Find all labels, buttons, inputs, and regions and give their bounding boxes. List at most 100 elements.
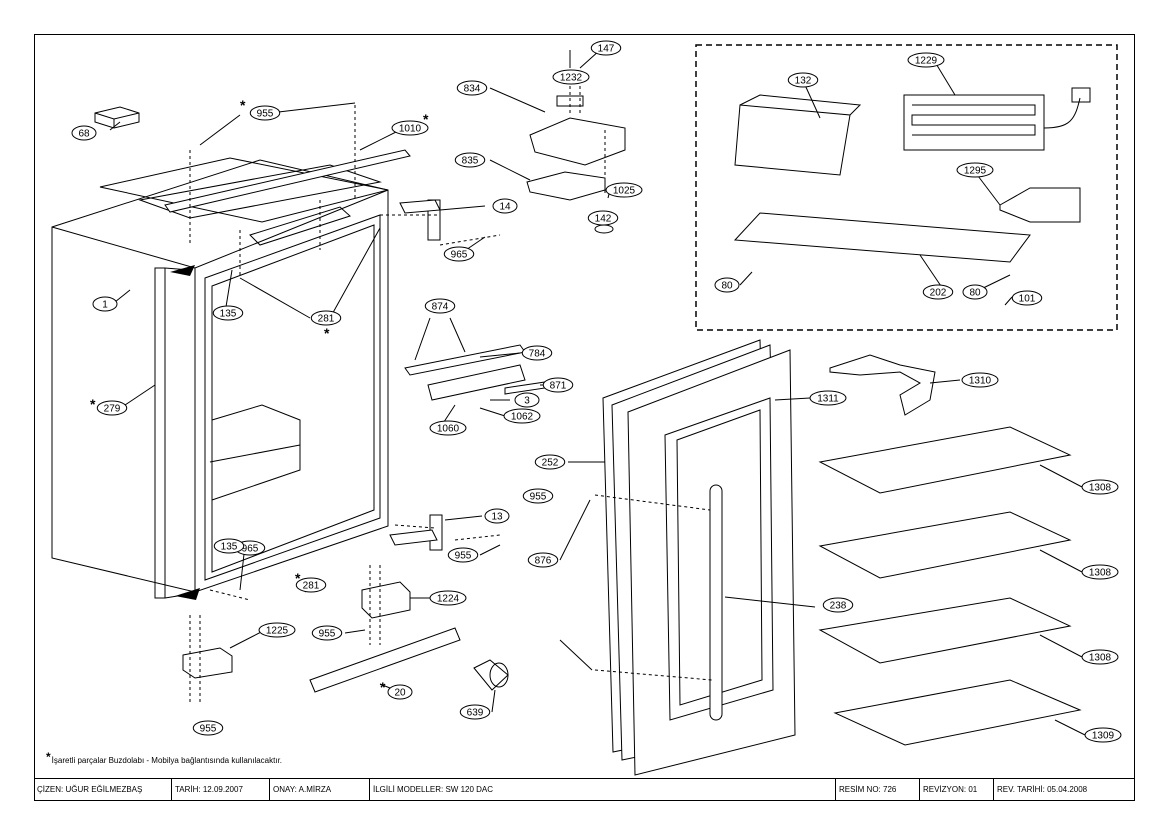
callout-oval: [527, 552, 559, 568]
callout-label: 1229: [915, 56, 938, 67]
callout-label: 101: [1019, 294, 1036, 305]
title-block: ÇİZEN: UĞUR EĞİLMEZBAŞ TARİH: 12.09.2007…: [34, 778, 1135, 801]
callout-label: 252: [542, 458, 559, 469]
callout-label: 955: [257, 109, 274, 120]
callout-label: 13: [491, 512, 503, 523]
callout-3: 3: [514, 392, 540, 408]
callout-834: 834: [456, 80, 488, 96]
callout-281: 281: [295, 577, 327, 593]
callout-oval: [212, 305, 244, 321]
callout-label: 80: [969, 288, 981, 299]
callout-oval: [456, 80, 488, 96]
callout-label: 965: [242, 544, 259, 555]
part-1010-rail: [164, 149, 411, 213]
callout-oval: [484, 508, 510, 524]
callout-oval: [542, 377, 574, 393]
callout-oval: [447, 547, 479, 563]
callout-oval: [590, 40, 622, 56]
callout-label: 876: [535, 556, 552, 567]
callout-label: 1060: [437, 424, 460, 435]
part-1229-heater: [903, 87, 1091, 151]
callout-oval: [213, 538, 245, 554]
callout-1295: 1295: [956, 162, 994, 178]
part-14-hinge: [399, 199, 441, 241]
callout-label: 279: [104, 404, 121, 415]
callout-oval: [1084, 727, 1122, 743]
callout-1: 1: [92, 296, 118, 312]
callout-label: 1308: [1089, 568, 1112, 579]
part-13-hinge: [389, 514, 443, 551]
part-238-handle: [709, 484, 723, 721]
callout-oval: [295, 577, 327, 593]
callout-label: 834: [464, 84, 481, 95]
callout-label: 142: [595, 214, 612, 225]
related-models: İLGİLİ MODELLER: SW 120 DAC: [370, 779, 836, 801]
part-835-cover: [526, 171, 606, 201]
revision: REVİZYON: 01: [920, 779, 994, 801]
svg-text:*: *: [423, 111, 429, 127]
callout-639: 639: [459, 704, 491, 720]
callout-label: 202: [930, 288, 947, 299]
callout-oval: [503, 408, 541, 424]
callout-label: 1025: [613, 186, 636, 197]
callout-label: 1: [102, 300, 108, 311]
callout-252: 252: [534, 454, 566, 470]
callout-label: 874: [432, 302, 449, 313]
callout-label: 871: [550, 381, 567, 392]
callout-oval: [605, 182, 643, 198]
callout-oval: [1011, 290, 1043, 306]
callout-label: 1308: [1089, 483, 1112, 494]
callout-label: 835: [462, 156, 479, 167]
callout-835: 835: [454, 152, 486, 168]
callout-label: 965: [451, 250, 468, 261]
callout-oval: [249, 105, 281, 121]
callout-label: 1308: [1089, 653, 1112, 664]
asterisks: * * * * * *: [90, 97, 429, 695]
callout-label: 955: [455, 551, 472, 562]
approved-by: ONAY: A.MİRZA: [270, 779, 370, 801]
callout-80: 80: [962, 284, 988, 300]
callout-label: 20: [394, 688, 406, 699]
callout-1308: 1308: [1081, 479, 1119, 495]
callout-1062: 1062: [503, 408, 541, 424]
callout-label: 80: [721, 281, 733, 292]
callout-label: 639: [467, 708, 484, 719]
callout-874: 874: [424, 298, 456, 314]
part-1224-block: [361, 581, 411, 619]
callout-oval: [71, 125, 97, 141]
callout-label: 238: [830, 601, 847, 612]
callout-label: 955: [319, 629, 336, 640]
callout-oval: [534, 454, 566, 470]
callout-1308: 1308: [1081, 564, 1119, 580]
callout-label: 68: [78, 129, 90, 140]
callout-20: 20: [387, 684, 413, 700]
callout-oval: [443, 246, 475, 262]
part-20-strip: [309, 627, 461, 693]
date: TARİH: 12.09.2007: [172, 779, 270, 801]
callout-oval: [310, 310, 342, 326]
callout-101: 101: [1011, 290, 1043, 306]
callout-label: 955: [200, 724, 217, 735]
part-1225-block: [182, 647, 233, 679]
callout-80: 80: [714, 277, 740, 293]
callout-oval: [1081, 479, 1119, 495]
callout-871: 871: [542, 377, 574, 393]
callout-label: 132: [795, 76, 812, 87]
callout-oval: [459, 704, 491, 720]
assembly-lines: [189, 80, 713, 705]
callout-1010: 1010: [391, 120, 429, 136]
callout-784: 784: [521, 345, 553, 361]
callout-965: 965: [443, 246, 475, 262]
door-assembly: [602, 339, 796, 776]
part-834-cover: [529, 117, 626, 166]
shelves: [818, 426, 1082, 746]
callout-label: 1295: [964, 166, 987, 177]
callout-label: 281: [303, 581, 320, 592]
callout-label: 1225: [266, 626, 289, 637]
part-142-washer: [594, 224, 614, 234]
callout-oval: [787, 72, 819, 88]
callout-1229: 1229: [907, 52, 945, 68]
callout-1309: 1309: [1084, 727, 1122, 743]
callout-1308: 1308: [1081, 649, 1119, 665]
callout-147: 147: [590, 40, 622, 56]
